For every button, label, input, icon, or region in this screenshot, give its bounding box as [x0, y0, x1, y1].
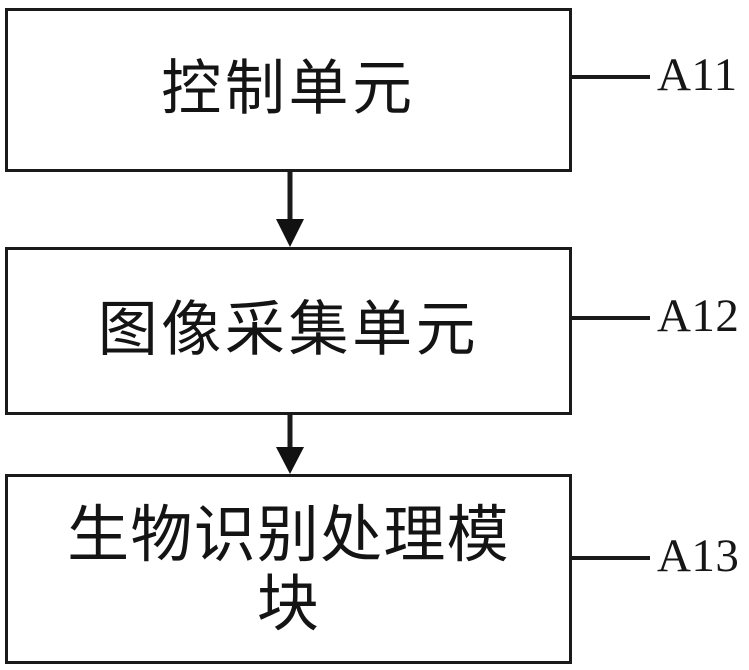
connector-control-to-capture [276, 172, 304, 247]
reference-numeral-a12: A12 [657, 290, 740, 342]
block-control-unit[interactable]: 控制单元 [5, 8, 572, 172]
block-image-capture-unit[interactable]: 图像采集单元 [5, 247, 572, 415]
block-biometric-processing-module[interactable]: 生物识别处理模 块 [5, 474, 572, 664]
block-control-unit-label: 控制单元 [161, 54, 416, 125]
leader-line-a13 [572, 556, 650, 560]
leader-line-a11 [572, 75, 650, 79]
reference-numeral-a13: A13 [657, 530, 740, 582]
block-image-capture-unit-label: 图像采集单元 [97, 295, 480, 366]
connector-capture-to-biometric [276, 415, 304, 474]
reference-numeral-a11: A11 [657, 49, 738, 101]
block-biometric-processing-module-label: 生物识别处理模 块 [67, 497, 510, 640]
leader-line-a12 [572, 316, 650, 320]
